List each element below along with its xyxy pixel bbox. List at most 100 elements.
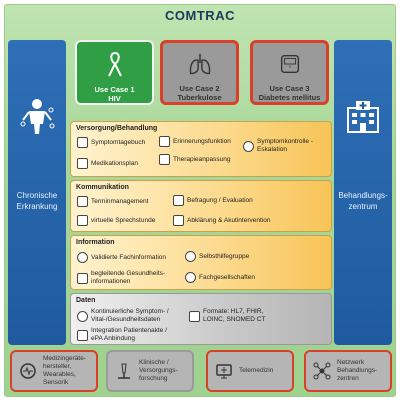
box-2-line-1: Klinische / <box>139 359 169 366</box>
feature-patientenakte: Integration Patientenakte / ePA Anbindun… <box>77 327 167 343</box>
chronic-label-1: Chronische <box>16 191 58 200</box>
feature-medikationsplan: Medikationsplan <box>77 158 138 169</box>
telemedicine-icon <box>216 364 232 379</box>
use-case-3-name: Diabetes mellitus <box>258 93 321 102</box>
use-case-2-name: Tuberkulose <box>177 93 222 102</box>
box-2-line-3: forschung <box>139 375 168 382</box>
feature-label: Validierte Fachinformation <box>91 253 167 261</box>
section-daten-title: Daten <box>76 297 96 304</box>
box-1-line-3: Wearables, <box>43 371 76 378</box>
feature-label: Therapieanpassung <box>173 155 231 163</box>
use-case-hiv: Use Case 1 HIV <box>75 40 154 105</box>
human-body-icon <box>20 99 55 134</box>
box-4-line-2: Behandlungs- <box>337 367 378 374</box>
feature-therapieanpassung: Therapieanpassung <box>159 154 230 165</box>
section-kommunikation-title: Kommunikation <box>76 184 129 191</box>
box-telemedizin: Telemedizin <box>206 350 294 392</box>
box-1-line-4: Sensorik <box>43 379 69 386</box>
feature-terminmanagement: Terminmanagement <box>77 196 148 207</box>
feature-label: Eskalation <box>257 146 287 153</box>
phone-icon <box>173 215 184 226</box>
microscope-icon <box>118 363 130 379</box>
schedule-icon <box>77 196 88 207</box>
document-icon <box>77 272 88 284</box>
feature-symptomtagebuch: Symptomtagebuch <box>77 137 145 148</box>
feature-label: LOINC, SNOMED CT <box>203 316 266 323</box>
feature-label: Terminmanagement <box>91 197 149 205</box>
use-case-1-name: HIV <box>108 94 121 103</box>
feature-fachinformation: Validierte Fachinformation <box>77 252 166 263</box>
feature-label: Integration Patientenakte / <box>91 327 167 334</box>
feature-label: Befragung / Evaluation <box>187 196 253 204</box>
calendar-icon <box>77 158 88 169</box>
feature-label: begleitende Gesundheits- <box>91 270 166 277</box>
feature-erinnerungsfunktion: Erinnerungsfunktion <box>159 136 231 147</box>
feature-label: Formate: HL7, FHIR, <box>203 308 264 315</box>
pills-icon <box>159 154 170 165</box>
use-case-3-title: Use Case 3 <box>269 84 310 93</box>
center-label-2: zentrum <box>348 202 378 211</box>
use-case-1-title: Use Case 1 <box>94 85 135 94</box>
lungs-icon <box>189 53 210 75</box>
network-icon <box>185 272 196 283</box>
feature-symptomkontrolle: Symptomkontrolle - Eskalation <box>243 138 313 154</box>
use-case-tuberculosis: Use Case 2 Tuberkulose <box>160 40 239 105</box>
feature-label: ePA Anbindung <box>91 335 135 342</box>
feature-label: Selbsthilfegruppe <box>199 252 250 260</box>
video-call-icon <box>77 215 88 226</box>
feature-formate: Formate: HL7, FHIR, LOINC, SNOMED CT <box>189 308 265 324</box>
record-icon <box>77 329 88 341</box>
format-icon <box>189 310 200 322</box>
chronic-disease-column: Chronische Erkrankung <box>8 40 66 345</box>
section-versorgung-title: Versorgung/Behandlung <box>76 125 158 132</box>
network-nodes-icon <box>313 362 331 380</box>
center-label-1: Behandlungs- <box>338 191 388 200</box>
feature-fachgesellschaften: Fachgesellschaften <box>185 272 255 283</box>
box-4-line-3: zentren <box>337 375 359 382</box>
box-1-line-2: hersteller, <box>43 363 72 370</box>
feature-label: Vital-/Gesundheitsdaten <box>91 316 161 323</box>
section-information-title: Information <box>76 239 115 246</box>
feature-label: Erinnerungsfunktion <box>173 137 231 145</box>
section-information: Information Validierte Fachinformation S… <box>70 235 332 290</box>
clipboard-icon <box>173 195 184 206</box>
reminder-icon <box>159 136 170 147</box>
sensor-icon <box>77 310 88 322</box>
feature-label: virtuelle Sprechstunde <box>91 216 156 224</box>
feature-label: Kontinuierliche Symptom- / <box>91 308 169 315</box>
section-daten: Daten Kontinuierliche Symptom- / Vital-/… <box>70 293 332 345</box>
feature-label: Symptomtagebuch <box>91 138 146 146</box>
section-versorgung: Versorgung/Behandlung Symptomtagebuch Er… <box>70 121 332 177</box>
feature-sprechstunde: virtuelle Sprechstunde <box>77 215 155 226</box>
box-4-line-1: Netzwerk <box>337 359 365 366</box>
feature-selbsthilfegruppe: Selbsthilfegruppe <box>185 251 249 262</box>
ribbon-icon <box>107 52 122 77</box>
box-3-line-1: Telemedizin <box>239 367 274 374</box>
box-medizingeraete: Medizingeräte- hersteller, Wearables, Se… <box>10 350 98 392</box>
box-2-line-2: Versorgungs- <box>139 367 178 374</box>
chronic-label-2: Erkrankung <box>16 202 58 211</box>
treatment-center-column: Behandlungs- zentrum <box>334 40 392 345</box>
feature-befragung: Befragung / Evaluation <box>173 195 253 206</box>
hospital-icon <box>347 101 379 133</box>
feature-label: Medikationsplan <box>91 159 138 167</box>
feature-akutintervention: Abklärung & Akutintervention <box>173 215 270 226</box>
glucose-meter-icon <box>280 54 299 74</box>
diary-icon <box>77 137 88 148</box>
diagram-title: COMTRAC <box>165 8 235 23</box>
feature-label: informationen <box>91 278 131 285</box>
feature-label: Symptomkontrolle - <box>257 138 313 145</box>
box-netzwerk: Netzwerk Behandlungs- zentren <box>304 350 392 392</box>
group-icon <box>185 251 196 262</box>
section-kommunikation: Kommunikation Terminmanagement Befragung… <box>70 180 332 232</box>
control-icon <box>243 140 254 152</box>
feature-label: Abklärung & Akutintervention <box>187 216 271 224</box>
feature-vitaldaten: Kontinuierliche Symptom- / Vital-/Gesund… <box>77 308 169 324</box>
wearable-icon <box>20 363 36 379</box>
box-forschung: Klinische / Versorgungs- forschung <box>106 350 194 392</box>
use-case-2-title: Use Case 2 <box>179 84 220 93</box>
feature-label: Fachgesellschaften <box>199 273 256 281</box>
info-icon <box>77 252 88 263</box>
feature-gesundheitsinformationen: begleitende Gesundheits- informationen <box>77 270 165 286</box>
box-1-line-1: Medizingeräte- <box>43 355 86 362</box>
